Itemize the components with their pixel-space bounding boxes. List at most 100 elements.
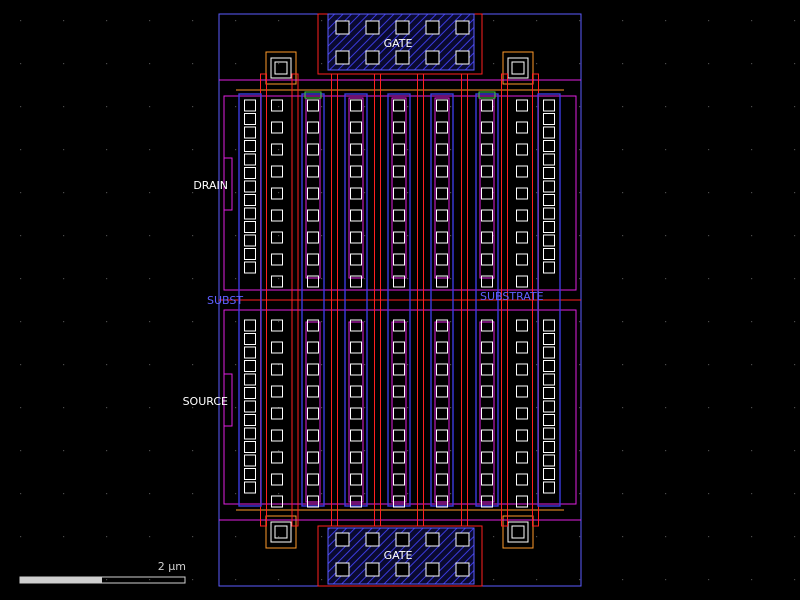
gate-bottom-poly-outline <box>317 525 483 587</box>
grid-dot <box>63 235 65 237</box>
gate-contact <box>455 532 470 547</box>
grid-dot <box>20 20 22 22</box>
tap-contact <box>511 525 525 539</box>
grid-dot <box>536 364 538 366</box>
grid-dot <box>278 450 280 452</box>
diffusion-contact <box>436 209 448 222</box>
diffusion-contact <box>271 99 283 112</box>
via-strip <box>348 321 364 503</box>
grid-dot <box>364 450 366 452</box>
via-strip <box>391 97 407 279</box>
diffusion-contact <box>516 165 528 178</box>
grid-dot <box>622 407 624 409</box>
diffusion-contact <box>436 319 448 332</box>
via-strip <box>434 321 450 503</box>
diffusion-contact <box>307 99 319 112</box>
diffusion-contact <box>244 234 256 247</box>
gate-contact <box>395 50 410 65</box>
diffusion-contact <box>244 427 256 440</box>
diffusion-contact <box>436 407 448 420</box>
diffusion-contact <box>516 385 528 398</box>
gate-contact <box>425 50 440 65</box>
diffusion-contact <box>481 319 493 332</box>
grid-dot <box>278 235 280 237</box>
diffusion-contact <box>307 319 319 332</box>
grid-dot <box>192 493 194 495</box>
gate-top[interactable]: GATE <box>317 13 483 75</box>
grid-dot <box>536 235 538 237</box>
diffusion-contact <box>244 387 256 399</box>
via-strip <box>391 321 407 503</box>
diffusion-contact <box>516 473 528 486</box>
grid-dot <box>794 63 796 65</box>
metal-strip <box>537 93 561 507</box>
grid-dot <box>149 63 151 65</box>
grid-dot <box>149 579 151 581</box>
grid-dot <box>235 192 237 194</box>
grid-dot <box>149 192 151 194</box>
diffusion-contact <box>436 473 448 486</box>
grid-dot <box>364 407 366 409</box>
grid-dot <box>622 235 624 237</box>
diffusion-contact <box>244 99 256 112</box>
diffusion-contact <box>516 143 528 156</box>
grid-dot <box>106 321 108 323</box>
grid-dot <box>192 149 194 151</box>
grid-dot <box>579 106 581 108</box>
grid-dot <box>106 278 108 280</box>
grid-dot <box>708 235 710 237</box>
diffusion-contact <box>307 187 319 200</box>
grid-dot <box>149 493 151 495</box>
grid-dot <box>20 536 22 538</box>
grid-dot <box>278 321 280 323</box>
diffusion-contact <box>516 407 528 420</box>
grid-dot <box>794 278 796 280</box>
diffusion-contact <box>543 113 555 125</box>
tap-ring <box>507 521 529 543</box>
grid-dot <box>751 235 753 237</box>
diffusion-contact <box>436 341 448 354</box>
diffusion-contact <box>436 275 448 288</box>
device-fingers <box>238 73 561 527</box>
diffusion-contact <box>543 140 555 152</box>
via-strip <box>305 321 321 503</box>
grid-dot <box>63 450 65 452</box>
diffusion-contact <box>481 385 493 398</box>
grid-dot <box>192 536 194 538</box>
diffusion-contact <box>307 121 319 134</box>
diffusion-contact <box>350 99 362 112</box>
metal-strip <box>475 93 499 507</box>
diffusion-contact <box>244 468 256 480</box>
diffusion-contact <box>393 495 405 508</box>
diffusion-contact <box>244 481 256 494</box>
grid-dot <box>450 450 452 452</box>
source-pin[interactable] <box>223 373 233 427</box>
diffusion-contact <box>393 99 405 112</box>
grid-dot <box>536 536 538 538</box>
gate-bottom[interactable]: GATE <box>317 525 483 587</box>
grid-dot <box>278 493 280 495</box>
grid-dot <box>665 321 667 323</box>
diffusion-contact <box>481 231 493 244</box>
grid-dot <box>407 321 409 323</box>
diffusion-contact <box>307 275 319 288</box>
grid-dot <box>579 63 581 65</box>
diffusion-contact <box>350 319 362 332</box>
grid-dot <box>536 149 538 151</box>
diffusion-contact <box>350 451 362 464</box>
diffusion-contact <box>543 153 555 166</box>
grid-dot <box>364 149 366 151</box>
grid-dot <box>536 20 538 22</box>
diffusion-contact <box>350 209 362 222</box>
grid-dot <box>106 407 108 409</box>
grid-dot <box>708 493 710 495</box>
grid-dot <box>622 20 624 22</box>
drain-pin[interactable] <box>223 157 233 211</box>
grid-dot <box>192 63 194 65</box>
grid-dot <box>708 579 710 581</box>
diffusion-contact <box>271 341 283 354</box>
diffusion-contact <box>271 121 283 134</box>
diffusion-contact <box>516 429 528 442</box>
diffusion-contact <box>244 221 256 233</box>
